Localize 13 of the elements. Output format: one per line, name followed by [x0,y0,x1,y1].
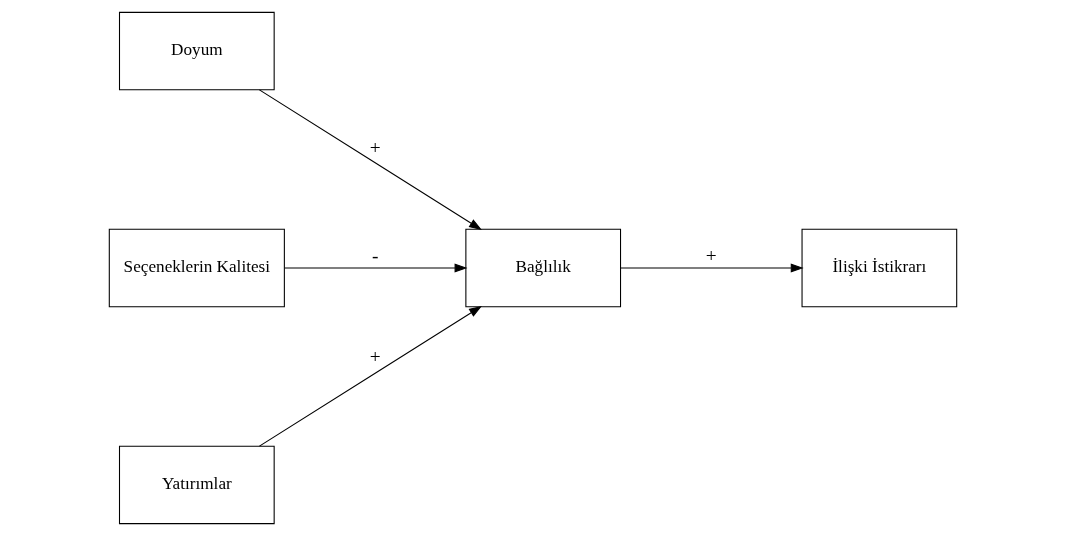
edge-label: + [705,244,717,266]
edge-label: + [369,136,381,158]
arrow [258,89,482,231]
node-box: Doyum [118,11,275,91]
edge-label: + [369,345,381,367]
node-box: Seçeneklerin Kalitesi [108,228,285,308]
edge-label: - [371,244,379,266]
node-box: Bağlılık [465,228,622,308]
arrow [284,263,468,273]
arrow [258,305,482,447]
node-box: Yatırımlar [118,445,275,525]
arrow [620,263,804,273]
node-box: İlişki İstikrarı [801,228,958,308]
